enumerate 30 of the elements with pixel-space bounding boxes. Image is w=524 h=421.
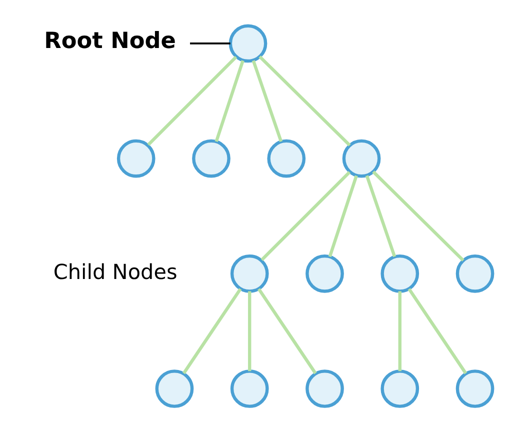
node-circle xyxy=(192,139,230,178)
connector xyxy=(365,175,396,258)
node-circle xyxy=(230,254,269,293)
connector xyxy=(252,60,283,142)
node-circle xyxy=(456,370,494,408)
connector xyxy=(214,60,244,142)
label: Child Nodes xyxy=(53,260,178,284)
node-circle xyxy=(228,24,268,63)
connector xyxy=(182,288,242,374)
connector xyxy=(258,55,351,146)
node-circle xyxy=(306,370,344,408)
connector xyxy=(398,291,402,372)
connector xyxy=(190,42,230,44)
node-circle xyxy=(267,139,306,178)
node-circle xyxy=(342,139,381,178)
node-circle xyxy=(380,370,420,408)
node-circle xyxy=(456,254,494,293)
connector xyxy=(328,175,358,258)
node-circle xyxy=(380,254,420,293)
node-circle xyxy=(116,139,156,178)
connector xyxy=(408,288,468,374)
node-circle xyxy=(155,370,194,408)
connector xyxy=(372,170,464,262)
node-text: Root Node xyxy=(44,28,176,54)
connector xyxy=(248,291,252,372)
connector xyxy=(260,170,351,261)
node-circle xyxy=(306,254,344,293)
node-circle xyxy=(230,370,269,408)
connector xyxy=(258,288,317,374)
connector xyxy=(147,56,238,146)
